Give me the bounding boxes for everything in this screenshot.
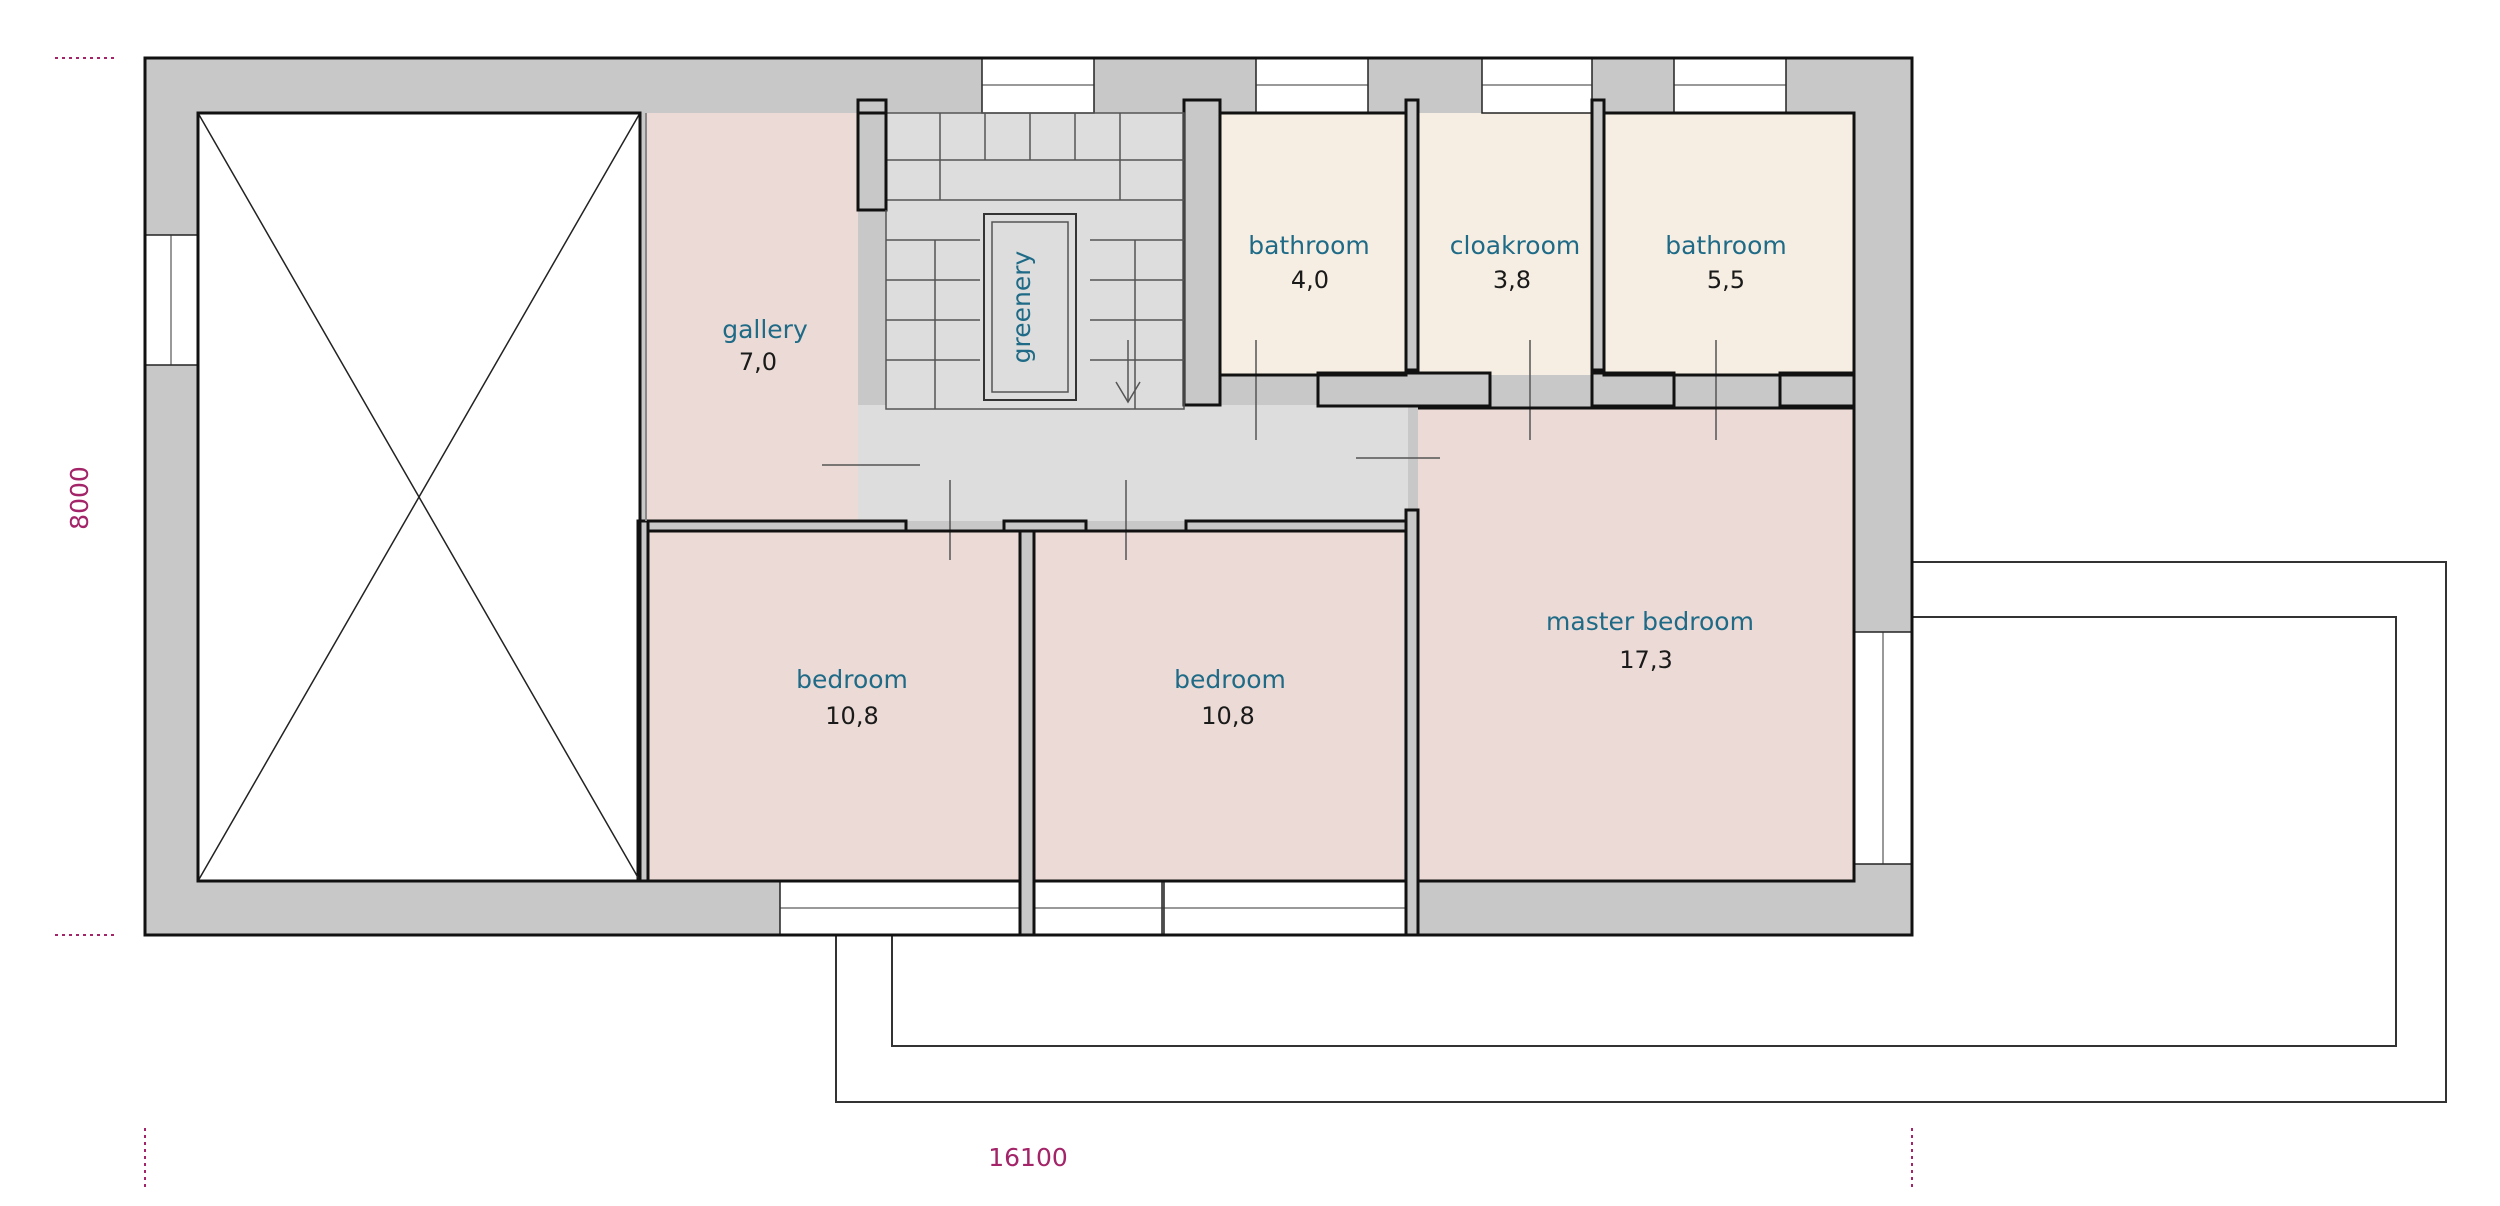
gallery-label: gallery [722,315,808,344]
window-glazing [170,84,1884,909]
bed2-outline [1032,529,1408,883]
bath1-outline [1218,111,1408,377]
bathroom-1-floor [1220,113,1406,375]
dimension-markers [55,57,1913,1190]
door-markers [822,340,1717,560]
gallery-outline [858,111,888,210]
master-bedroom-floor [1418,408,1854,881]
bed1-outline [646,529,1022,883]
cloakroom-floor [1418,113,1592,375]
wall-cloak-bath2 [1590,98,1606,372]
bathroom-2-area: 5,5 [1707,266,1745,294]
room-labels: gallery 7,0 greenery bathroom 4,0 cloakr… [722,231,1787,730]
wall-stair-top-pier [856,98,888,212]
outline [143,56,1914,937]
bathroom-1-area: 4,0 [1291,266,1329,294]
bedroom-2-floor [1034,531,1404,881]
partition-walls [636,98,1856,937]
bedroom-1-area: 10,8 [825,702,878,730]
terrace-outer-outline [835,561,2447,1103]
bathroom-2-floor [1604,113,1854,375]
bedroom-1-label: bedroom [796,665,908,694]
gallery-area: 7,0 [739,348,777,376]
master-bedroom-label: master bedroom [1546,607,1754,636]
bathroom-1-label: bathroom [1248,231,1370,260]
cloakroom-area: 3,8 [1493,266,1531,294]
bath2-outline [1602,111,1856,377]
staircase [885,112,1185,410]
height-dimension: 8000 [65,466,94,530]
bedroom-2-label: bedroom [1174,665,1286,694]
wall-stair-bath1 [1182,98,1222,407]
gallery-floor [646,113,858,521]
bedroom-1-floor [648,531,1020,881]
void-cross [197,112,641,882]
terrace [835,561,2447,1103]
wall-bath1-cloak [1404,98,1420,372]
outer-envelope-outline [143,56,1914,937]
cloakroom-label: cloakroom [1450,231,1580,260]
width-dimension: 16100 [988,1143,1068,1172]
greenery-planter-inner [991,221,1069,393]
wall-bed2-master [1404,508,1420,937]
terrace-inner-outline [891,616,2397,1047]
wall-bath1-bottom [1316,371,1492,408]
stair-outer [885,112,1185,410]
master-bedroom-area: 17,3 [1619,646,1672,674]
wall-bath2-bottom-left [1590,371,1676,408]
bedroom-2-area: 10,8 [1201,702,1254,730]
void-outline [196,111,642,883]
greenery-planter [983,213,1077,401]
hall-floor [858,405,1408,521]
greenery-label: greenery [1007,250,1036,363]
wall-bed1-bed2 [1018,529,1036,937]
master-outline [1418,406,1856,883]
wall-bath2-bottom-right [1778,371,1856,408]
bathroom-2-label: bathroom [1665,231,1787,260]
